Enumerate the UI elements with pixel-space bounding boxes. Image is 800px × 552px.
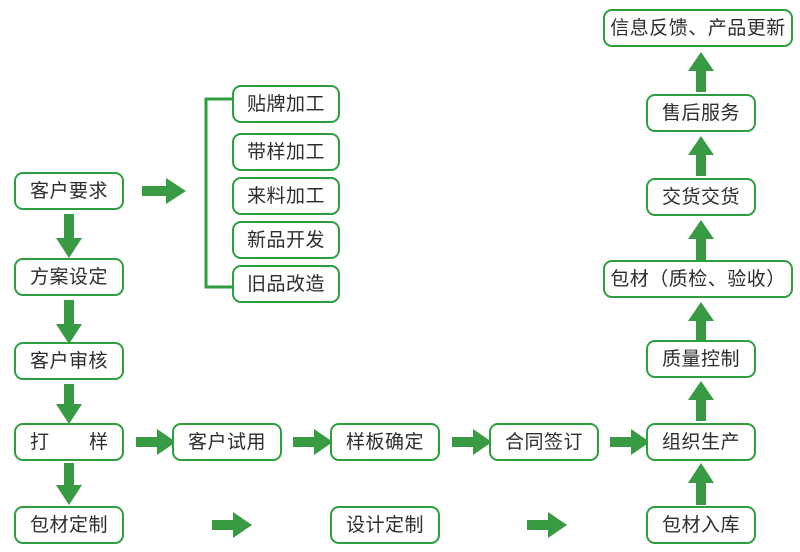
node-packaging-warehousing[interactable]: 包材入库 <box>646 506 756 544</box>
arrow-down-requirement-to-plan <box>56 214 82 258</box>
node-sample-processing[interactable]: 带样加工 <box>232 133 340 171</box>
arrow-up-delivery-to-after-sales <box>688 136 714 176</box>
node-old-product-renovation[interactable]: 旧品改造 <box>232 265 340 303</box>
node-plan-setting[interactable]: 方案设定 <box>14 258 124 296</box>
node-new-product-development[interactable]: 新品开发 <box>232 221 340 259</box>
arrow-right-trial-to-sample-confirm <box>293 429 333 455</box>
node-feedback-product-update[interactable]: 信息反馈、产品更新 <box>603 9 793 47</box>
arrow-up-packaging-inspection-to-delivery <box>688 220 714 260</box>
arrow-down-plan-to-review <box>56 300 82 344</box>
node-customer-trial[interactable]: 客户试用 <box>172 423 282 461</box>
node-delivery[interactable]: 交货交货 <box>646 178 756 216</box>
node-sampling-char-1: 打 <box>30 430 50 453</box>
bracket-connector-icon <box>196 96 236 290</box>
node-packaging-customization[interactable]: 包材定制 <box>14 506 124 544</box>
arrow-up-warehouse-to-production <box>688 463 714 505</box>
arrow-up-quality-control-to-packaging-inspection <box>688 302 714 342</box>
arrow-right-sampling-to-trial <box>136 429 176 455</box>
node-quality-control[interactable]: 质量控制 <box>646 340 756 378</box>
node-sample-confirmation[interactable]: 样板确定 <box>330 423 440 461</box>
arrow-down-review-to-sampling <box>56 384 82 424</box>
node-sampling[interactable]: 打 样 <box>14 423 124 461</box>
arrow-right-contract-to-production <box>610 429 650 455</box>
node-packaging-inspection-acceptance[interactable]: 包材（质检、验收） <box>603 260 793 298</box>
node-material-processing[interactable]: 来料加工 <box>232 177 340 215</box>
node-organize-production[interactable]: 组织生产 <box>646 423 756 461</box>
node-sampling-char-2: 样 <box>88 430 108 453</box>
node-design-customization[interactable]: 设计定制 <box>330 506 440 544</box>
node-oem-processing[interactable]: 贴牌加工 <box>232 85 340 123</box>
arrow-up-after-sales-to-feedback <box>688 52 714 92</box>
node-contract-signing[interactable]: 合同签订 <box>489 423 599 461</box>
arrow-right-packaging-custom-to-design <box>212 512 252 538</box>
node-customer-requirement[interactable]: 客户要求 <box>14 172 124 210</box>
arrow-right-design-to-packaging-warehouse <box>527 512 567 538</box>
arrow-right-sample-confirm-to-contract <box>452 429 492 455</box>
node-customer-review[interactable]: 客户审核 <box>14 342 124 380</box>
arrow-up-production-to-quality-control <box>688 381 714 421</box>
arrow-down-sampling-to-packaging-custom <box>56 463 82 505</box>
node-after-sales-service[interactable]: 售后服务 <box>646 94 756 132</box>
arrow-right-requirement-to-branch <box>142 178 186 204</box>
